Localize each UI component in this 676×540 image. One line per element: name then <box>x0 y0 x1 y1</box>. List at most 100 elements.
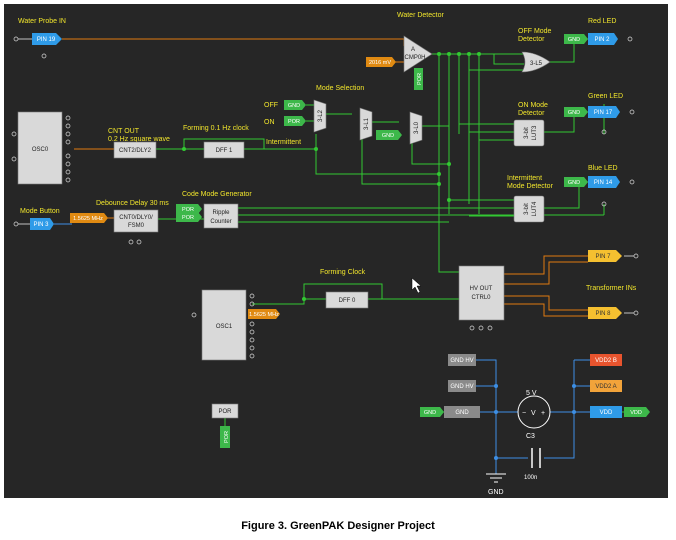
tag-gnd-blue[interactable]: GND <box>564 177 588 187</box>
gnd-hv-2-label: GND HV <box>450 384 473 390</box>
block-cnt0-line-1: CNT0/DLY0/ <box>119 215 153 221</box>
block-ripple-line-1: Ripple <box>212 210 230 216</box>
block-dff0-label: DFF 0 <box>339 298 356 304</box>
block-ripple-counter[interactable]: Ripple Counter <box>203 203 239 229</box>
pin-vdd2a[interactable]: VDD2 A <box>590 380 622 392</box>
voltage-minus: − <box>522 410 526 417</box>
tag-gnd-lut0[interactable]: GND <box>376 130 402 140</box>
tag-por-comparator[interactable]: POR <box>414 68 423 90</box>
gnd-block-label: GND <box>455 410 469 416</box>
block-dff0[interactable]: DFF 0 <box>325 291 369 309</box>
tag-gnd-red-label: GND <box>568 37 580 43</box>
voltage-plus: + <box>541 410 545 417</box>
gnd-hv-1[interactable]: GND HV <box>448 354 476 366</box>
label-intermittent: Intermittent <box>266 139 301 146</box>
pin-7[interactable]: PIN 7 <box>588 250 622 262</box>
tag-por-on[interactable]: POR <box>284 116 306 126</box>
block-dff1-label: DFF 1 <box>216 148 233 154</box>
gnd-hv-2[interactable]: GND HV <box>448 380 476 392</box>
label-mode-button: Mode Button <box>20 208 60 215</box>
pin-vdd[interactable]: VDD <box>590 406 622 418</box>
tag-vdd-out-label: VDD <box>630 410 642 416</box>
tag-2016mv[interactable]: 2016 mV <box>366 57 396 67</box>
block-cmp-line-2: CMP0H <box>404 55 425 61</box>
block-lut3[interactable]: 3-bit LUT3 <box>513 119 545 147</box>
label-c3-value: 100n <box>524 475 537 481</box>
label-c3: C3 <box>526 433 535 440</box>
block-cmp-line-1: A <box>411 47 415 53</box>
block-lut5-or[interactable]: 3-L5 <box>521 51 551 73</box>
pin-3-label: PIN 3 <box>33 222 49 228</box>
pin-8[interactable]: PIN 8 <box>588 307 622 319</box>
label-forming-clock: Forming Clock <box>320 269 366 276</box>
block-osc1[interactable]: OSC1 <box>201 289 255 361</box>
block-lut4-line-2: LUT4 <box>532 201 538 216</box>
label-intermittent-line-2: Mode Detector <box>507 183 554 190</box>
block-lut4-line-1: 3-bit <box>524 203 530 215</box>
gnd-block[interactable]: GND <box>444 406 480 418</box>
label-off-mode-line-1: OFF Mode <box>518 28 552 35</box>
pin-vdd2b[interactable]: VDD2 B <box>590 354 622 366</box>
block-osc0-label: OSC0 <box>32 147 49 153</box>
osc0-outputs <box>11 115 71 183</box>
schematic-canvas[interactable]: Water Probe IN Water Detector OFF Mode D… <box>4 4 668 498</box>
pin-17[interactable]: PIN 17 <box>588 106 620 118</box>
block-dff1[interactable]: DFF 1 <box>203 141 245 159</box>
tag-por-ripple-2[interactable]: POR <box>176 212 202 222</box>
tag-gnd-green[interactable]: GND <box>564 107 588 117</box>
block-cnt0-fsm0[interactable]: CNT0/DLY0/ FSM0 <box>113 209 159 245</box>
block-hv-out-ctrl0[interactable]: HV OUT CTRL0 <box>458 265 505 331</box>
tag-freq-osc1-label: 1.5625 MHz <box>249 312 279 318</box>
voltage-source[interactable]: − V + <box>517 395 551 429</box>
tag-gnd-green-label: GND <box>568 110 580 116</box>
block-comparator[interactable]: A CMP0H <box>403 35 433 73</box>
block-cnt0-line-2: FSM0 <box>128 223 145 229</box>
pin-14[interactable]: PIN 14 <box>588 176 620 188</box>
label-cnt-out: CNT OUT 0.2 Hz square wave <box>108 128 170 143</box>
pin-19[interactable]: PIN 19 <box>32 33 62 45</box>
block-hvout-line-2: CTRL0 <box>471 295 491 301</box>
tag-freq-osc1[interactable]: 1.5625 MHz <box>248 309 280 319</box>
label-on-mode-line-2: Detector <box>518 110 545 117</box>
block-por[interactable]: POR <box>211 403 239 419</box>
capacitor-c3[interactable] <box>531 448 541 468</box>
tag-por-on-label: POR <box>288 119 300 125</box>
label-on-mode-line-1: ON Mode <box>518 102 548 109</box>
block-cnt2-dly2[interactable]: CNT2/DLY2 <box>113 141 157 159</box>
block-osc0[interactable]: OSC0 <box>11 111 71 185</box>
label-off-mode-detector: OFF Mode Detector <box>518 28 553 43</box>
tag-por-vertical-label: POR <box>224 431 230 443</box>
block-lut1-mux[interactable]: 3-L1 <box>359 107 373 141</box>
tag-gnd-off-label: GND <box>288 103 300 109</box>
pin-14-label: PIN 14 <box>594 180 613 186</box>
pin-2[interactable]: PIN 2 <box>588 33 618 45</box>
block-lut2-mux[interactable]: 3-L2 <box>313 99 327 133</box>
label-5v: 5 V <box>526 390 537 397</box>
pin-connectors <box>13 36 639 318</box>
tag-freq-fsm[interactable]: 1.5625 MHz <box>70 213 108 223</box>
block-lut0-mux[interactable]: 3-L0 <box>409 111 423 145</box>
pin-7-label: PIN 7 <box>595 254 611 260</box>
label-transformer-ins: Transformer INs <box>586 285 637 292</box>
label-off: OFF <box>264 102 278 109</box>
pin-3[interactable]: PIN 3 <box>30 218 54 230</box>
tag-gnd-off[interactable]: GND <box>284 100 306 110</box>
label-code-mode-generator: Code Mode Generator <box>182 191 252 198</box>
tag-por-vertical[interactable]: POR <box>220 426 230 448</box>
label-mode-selection: Mode Selection <box>316 85 364 92</box>
block-lut3-line-2: LUT3 <box>532 125 538 140</box>
label-water-probe-in: Water Probe IN <box>18 18 66 25</box>
junctions <box>182 52 481 301</box>
tag-por-ripple-1[interactable]: POR <box>176 204 202 214</box>
label-green-led: Green LED <box>588 93 623 100</box>
label-forming-01hz: Forming 0.1 Hz clock <box>183 125 249 132</box>
tag-freq-fsm-label: 1.5625 MHz <box>73 216 103 222</box>
block-por-label: POR <box>218 409 232 415</box>
tag-gnd-power[interactable]: GND <box>420 407 444 417</box>
osc1-outputs <box>249 293 255 359</box>
tag-vdd-out[interactable]: VDD <box>624 407 650 417</box>
pin-8-label: PIN 8 <box>595 311 611 317</box>
block-lut4[interactable]: 3-bit LUT4 <box>513 195 545 223</box>
tag-gnd-red[interactable]: GND <box>564 34 588 44</box>
label-intermittent-mode-detector: Intermittent Mode Detector <box>507 175 554 190</box>
